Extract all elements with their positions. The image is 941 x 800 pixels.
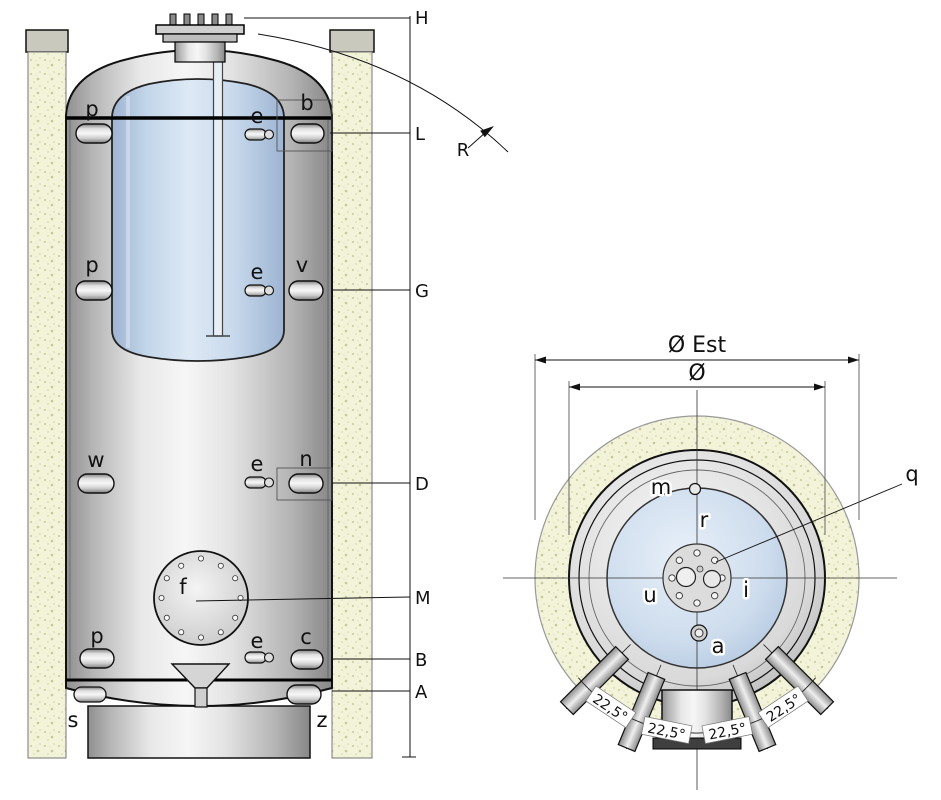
- dim-line-M: [195, 596, 411, 602]
- port-u-hole: [675, 566, 697, 588]
- port-label-z: z: [316, 708, 327, 732]
- inspection-flange: [153, 550, 249, 646]
- q-leader-line: [715, 483, 903, 563]
- center-pipe: [212, 33, 224, 337]
- port-p-top: [75, 123, 113, 144]
- port-label-p-bottom: p: [90, 624, 103, 648]
- top-flange-plate: [155, 24, 245, 35]
- port-m: [688, 482, 702, 496]
- dim-label-inner-diameter: Ø: [688, 361, 705, 386]
- port-c: [290, 649, 324, 670]
- port-label-r: r: [700, 508, 709, 532]
- dim-label-H: H: [415, 8, 429, 29]
- port-e-bottom: [244, 651, 267, 664]
- angle-label-3: 22,5°: [701, 716, 753, 744]
- angle-label-2: 22,5°: [641, 716, 693, 744]
- port-n: [288, 473, 324, 494]
- port-e-top-fitting: [263, 129, 275, 140]
- insulation-cap-left: [25, 29, 69, 53]
- dim-label-M: M: [415, 588, 431, 609]
- pedestal-base-plate: [652, 737, 742, 750]
- port-w: [77, 473, 115, 494]
- port-label-e-top: e: [251, 104, 264, 128]
- port-label-e-mid: e: [251, 260, 264, 284]
- port-a-nut-inner: [694, 628, 704, 638]
- top-view: 22,5° 22,5° 22,5° 22,5° m: [503, 331, 919, 790]
- port-label-i: i: [743, 578, 749, 602]
- inner-tank: [111, 78, 285, 362]
- insulation-cap-right: [329, 29, 375, 53]
- port-p-mid: [75, 280, 113, 301]
- port-e-top: [244, 128, 267, 141]
- center-flange: [662, 543, 732, 613]
- radius-arrow: [480, 126, 494, 138]
- top-flange-neck: [174, 41, 226, 63]
- center-flange-bolts: [668, 549, 726, 607]
- port-p-bottom: [79, 648, 115, 669]
- leg-right-inner: [617, 671, 666, 753]
- radius-label: R: [457, 140, 470, 161]
- dim-label-A: A: [415, 682, 428, 703]
- port-e-d: [244, 476, 267, 489]
- insulation-right: [331, 51, 373, 759]
- leg-right-outer: [559, 645, 630, 716]
- port-n-box: [276, 467, 333, 501]
- port-v: [288, 280, 324, 301]
- port-label-e-bottom: e: [251, 629, 264, 653]
- svg-text:22,5°: 22,5°: [646, 720, 687, 743]
- port-label-b: b: [300, 91, 313, 115]
- dim-label-D: D: [415, 474, 429, 495]
- leg-left-inner: [728, 671, 777, 753]
- port-label-p-mid: p: [85, 253, 98, 277]
- front-view: p e b p e v w e n f: [25, 8, 509, 759]
- port-e-d-fitting: [263, 477, 275, 488]
- port-e-bottom-fitting: [263, 652, 275, 663]
- dim-label-L: L: [415, 124, 425, 145]
- port-label-v: v: [296, 253, 308, 277]
- port-b: [290, 123, 325, 144]
- port-label-p-top: p: [85, 97, 98, 121]
- port-label-u: u: [643, 583, 656, 607]
- port-label-s: s: [68, 708, 79, 732]
- port-label-a: a: [712, 634, 725, 658]
- dim-label-outer-diameter: Ø Est: [668, 333, 727, 358]
- dome-radius-arc: [257, 33, 509, 153]
- top-flange-assembly: [155, 13, 245, 63]
- port-label-n: n: [299, 447, 312, 471]
- svg-text:22,5°: 22,5°: [707, 720, 748, 743]
- flange-center-hole: [696, 565, 704, 573]
- port-label-m: m: [651, 475, 671, 499]
- port-label-e-d: e: [251, 452, 264, 476]
- port-label-w: w: [87, 448, 104, 472]
- insulation-left: [27, 51, 67, 759]
- tank-skirt: [87, 705, 311, 759]
- port-label-f: f: [179, 575, 187, 599]
- height-dimensions: [195, 16, 416, 758]
- port-e-mid: [244, 284, 267, 297]
- port-s: [73, 686, 107, 703]
- port-label-q: q: [905, 462, 918, 486]
- diameter-dimensions: [534, 354, 860, 535]
- port-label-c: c: [300, 625, 312, 649]
- dim-label-G: G: [415, 281, 429, 302]
- port-z: [286, 684, 322, 705]
- port-e-mid-fitting: [263, 285, 275, 296]
- drain-funnel-stem: [194, 687, 208, 708]
- dim-label-B: B: [415, 650, 427, 671]
- port-b-box: [276, 99, 333, 152]
- port-i-hole: [702, 569, 722, 589]
- inspection-flange-bolts: [158, 555, 244, 641]
- leg-left-outer: [764, 645, 835, 716]
